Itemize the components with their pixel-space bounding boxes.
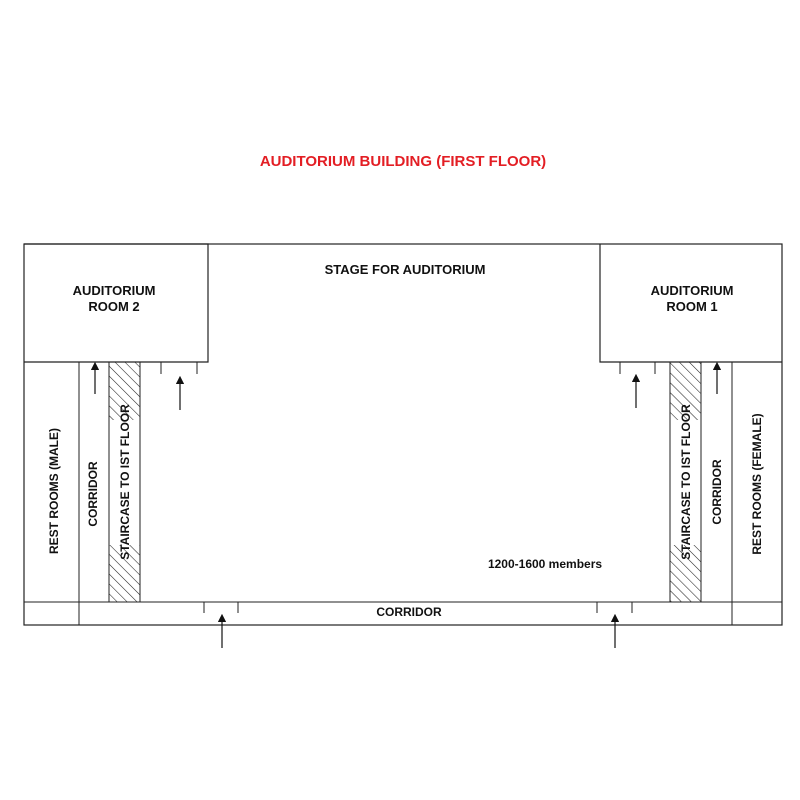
capacity-label: 1200-1600 members <box>488 557 602 571</box>
auditorium-room-1 <box>599 244 782 363</box>
corridor-bottom-label: CORRIDOR <box>376 605 442 619</box>
stage-label: STAGE FOR AUDITORIUM <box>325 262 486 277</box>
corridor-left-label: CORRIDOR <box>86 461 100 527</box>
page-title: AUDITORIUM BUILDING (FIRST FLOOR) <box>260 153 546 170</box>
room-2-label-line2: ROOM 2 <box>88 299 139 314</box>
staircase-left-label: STAIRCASE TO IST FLOOR <box>118 404 132 560</box>
right-staircase-hatch-top <box>670 362 701 420</box>
left-staircase-hatch-bottom <box>109 545 140 602</box>
room-1-label-line2: ROOM 1 <box>666 299 717 314</box>
room-2-label-line1: AUDITORIUM <box>73 283 156 298</box>
corridor-right-label: CORRIDOR <box>710 459 724 525</box>
left-staircase-hatch-top <box>109 362 140 420</box>
room-1-label-line1: AUDITORIUM <box>651 283 734 298</box>
building-outline <box>23 243 783 626</box>
right-staircase-hatch-bottom <box>670 545 701 602</box>
rest-rooms-female-label: REST ROOMS (FEMALE) <box>750 413 764 554</box>
rest-rooms-male-label: REST ROOMS (MALE) <box>47 428 61 554</box>
staircase-right-label: STAIRCASE TO IST FLOOR <box>679 404 693 560</box>
